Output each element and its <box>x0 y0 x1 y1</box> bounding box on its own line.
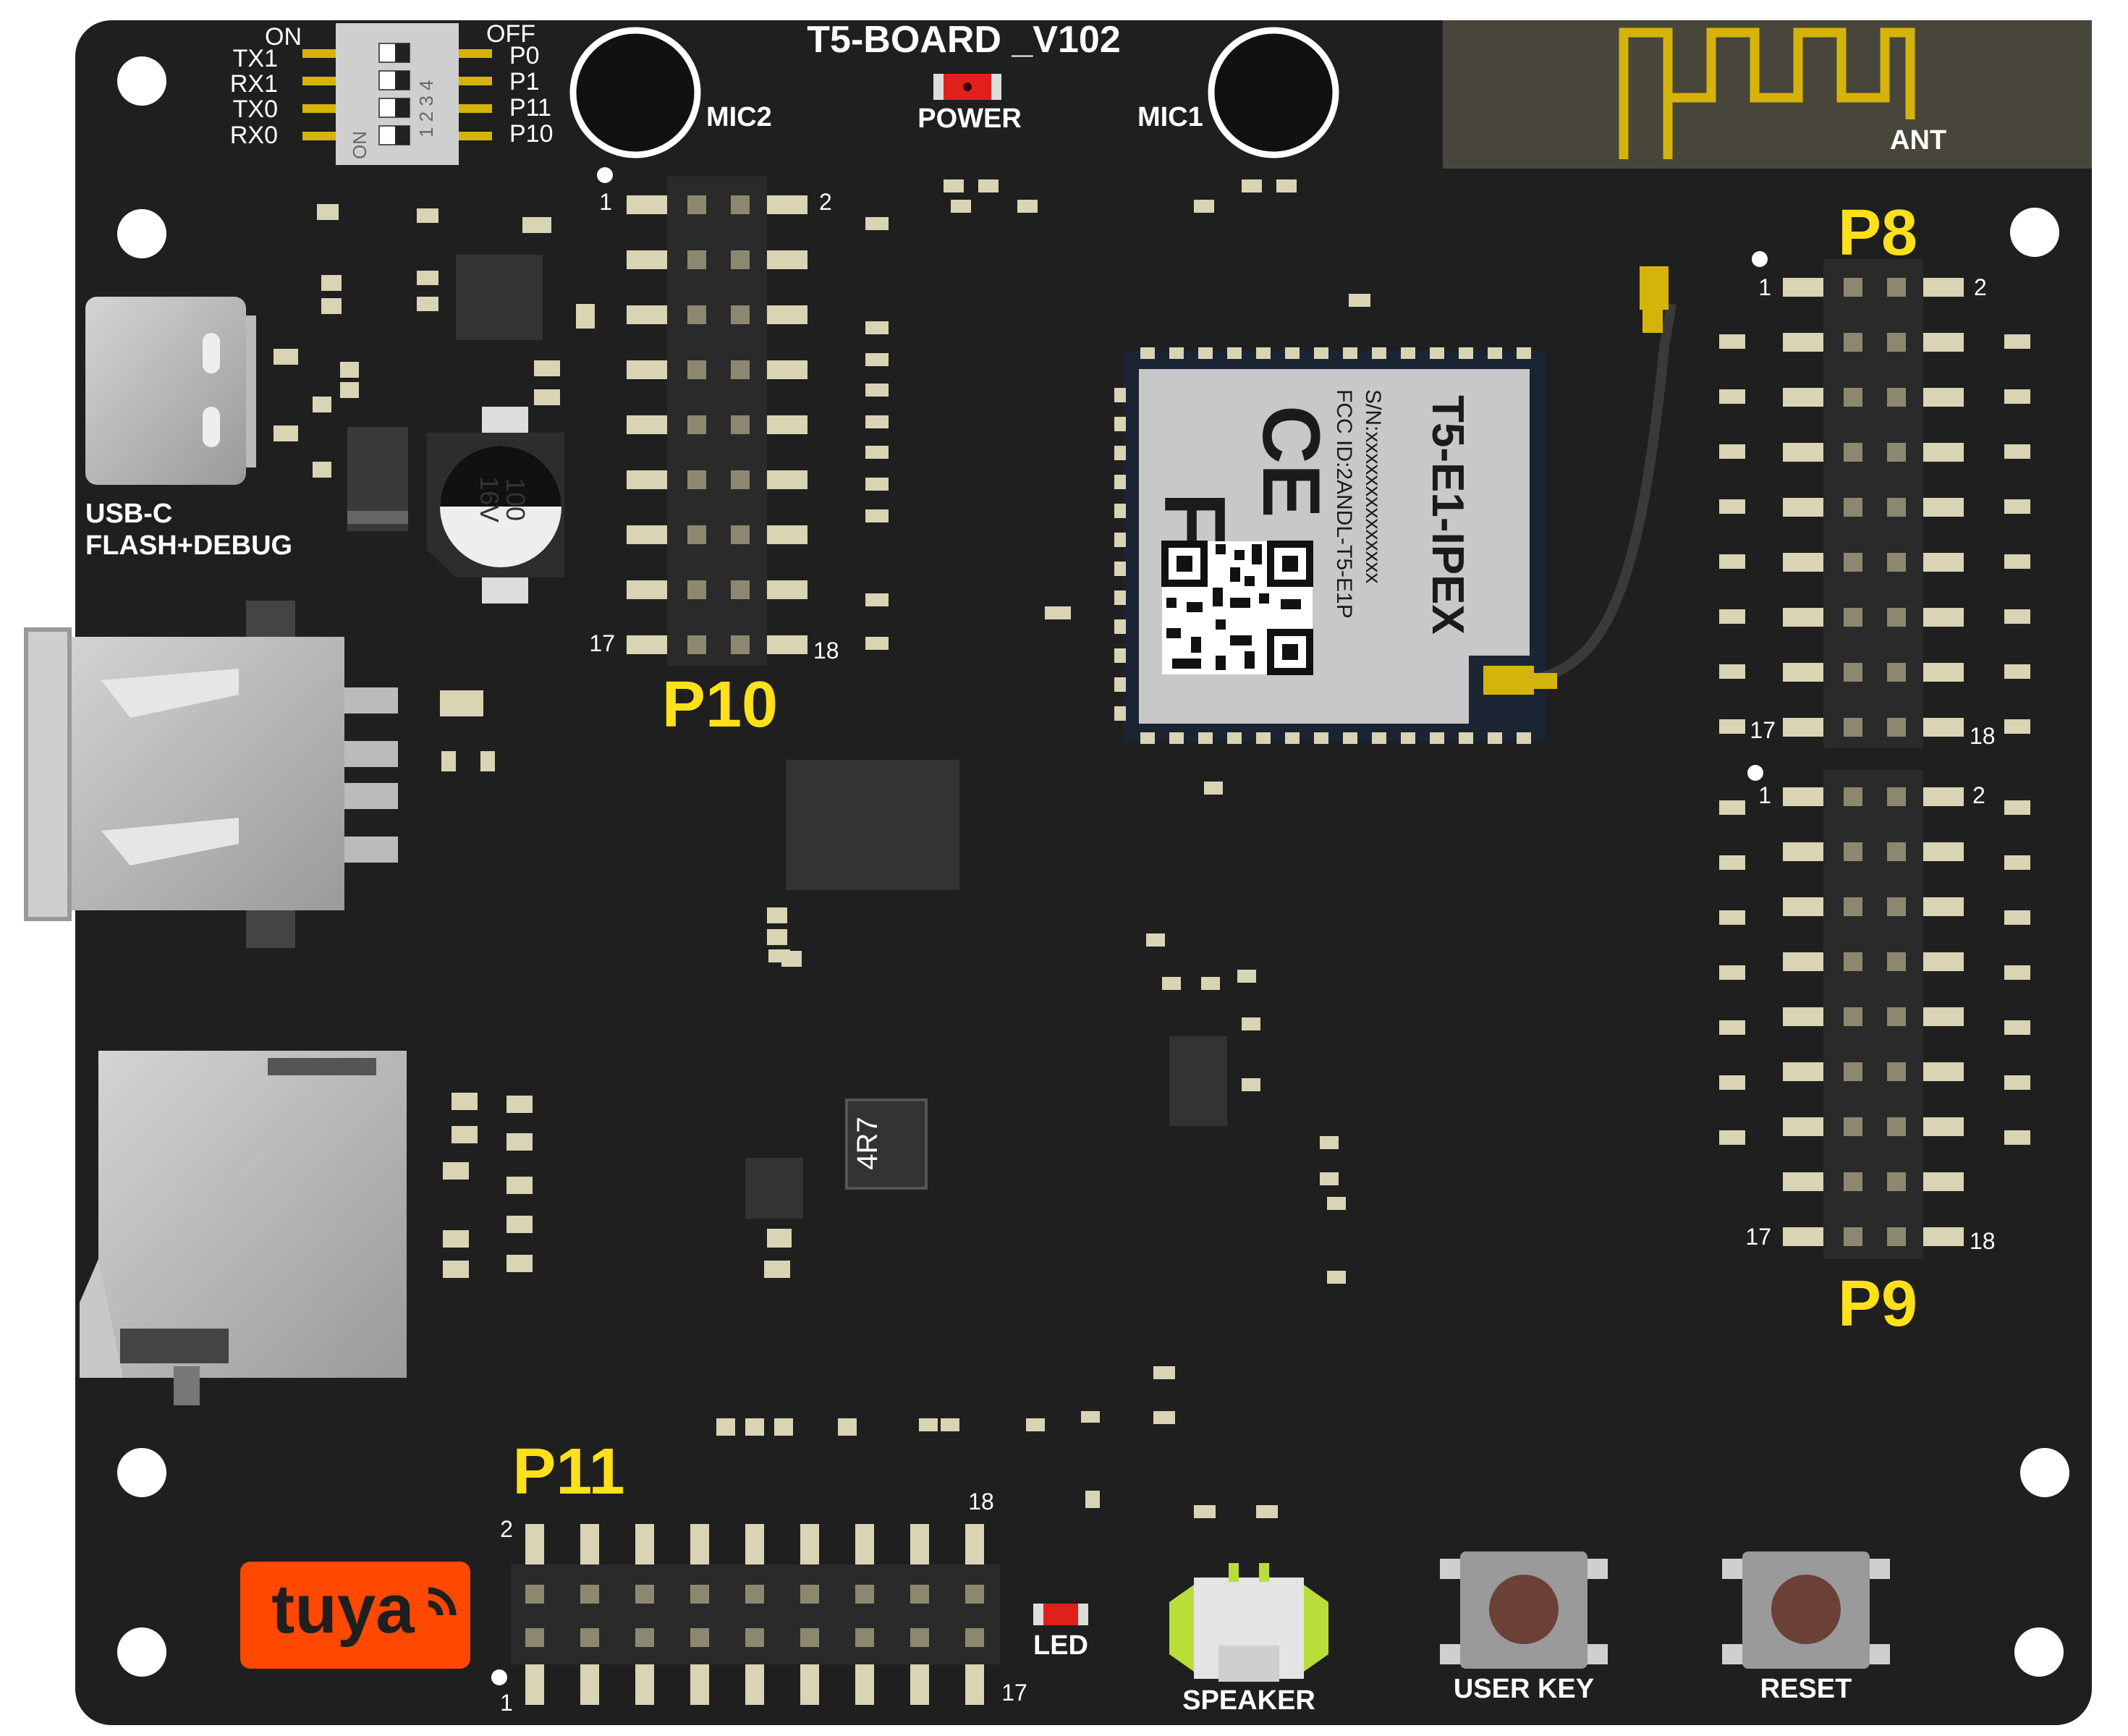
header-p9: 1 2 17 18 P9 <box>1745 765 1996 1340</box>
antenna: ANT <box>1443 20 2092 169</box>
mic1-label: MIC1 <box>1137 102 1203 132</box>
electrolytic-capacitor: 100 16V <box>427 407 564 604</box>
board-title: T5-BOARD _V102 <box>807 19 1120 61</box>
p10-pin-2: 2 <box>819 189 832 215</box>
user-key-label: USER KEY <box>1454 1674 1594 1704</box>
reset-button: RESET <box>1722 1551 1890 1704</box>
dip-right-pin-2: P1 <box>509 68 540 96</box>
wireless-module: FC CE <box>1114 266 1676 744</box>
passive-components <box>274 179 1370 1518</box>
capacitor-voltage: 16V <box>475 476 504 522</box>
mic2-label: MIC2 <box>706 102 772 132</box>
dip-left-pin-1: TX1 <box>233 45 278 72</box>
dip-left-pin-3: TX0 <box>233 96 278 123</box>
usb-a-port <box>24 601 398 948</box>
led-label: LED <box>1033 1630 1088 1661</box>
speaker-label: SPEAKER <box>1182 1685 1315 1716</box>
usb-c-label: USB-C <box>85 499 172 529</box>
p10-pin-18: 18 <box>813 638 839 664</box>
user-key-button: USER KEY <box>1440 1551 1608 1704</box>
power-led: POWER <box>917 74 1022 134</box>
mounting-holes <box>117 54 2069 1677</box>
power-label: POWER <box>917 103 1022 134</box>
antenna-label: ANT <box>1890 125 1946 156</box>
capacitor-value: 100 <box>501 478 530 521</box>
ic-qfn <box>456 255 543 340</box>
dip-switch: 1 2 3 4 ON ON OFF TX1 RX1 TX0 RX0 P0 P1 … <box>230 20 554 165</box>
dip-right-pin-4: P10 <box>509 120 554 148</box>
qr-code <box>1161 541 1313 675</box>
dip-right-pin-3: P11 <box>509 94 551 122</box>
header-p10: 1 2 17 18 P10 <box>589 167 839 741</box>
diode-band <box>347 511 408 524</box>
p11-pin-17: 17 <box>1001 1680 1027 1706</box>
module-fcc-id: FCC ID:2ANDL-T5-E1P <box>1332 389 1356 619</box>
inductor-value: 4R7 <box>852 1117 883 1169</box>
p10-pin-1: 1 <box>599 189 612 215</box>
p11-label: P11 <box>512 1436 624 1508</box>
dip-left-pin-2: RX1 <box>230 70 278 98</box>
p8-pin-18: 18 <box>1970 723 1996 749</box>
ce-mark: CE <box>1246 405 1336 518</box>
p11-pin-18: 18 <box>968 1489 994 1515</box>
p8-label: P8 <box>1838 197 1917 269</box>
p9-pin-2: 2 <box>1972 782 1985 808</box>
dip-left-pin-4: RX0 <box>230 122 278 149</box>
status-led: LED <box>1033 1604 1088 1661</box>
reset-label: RESET <box>1760 1674 1852 1704</box>
header-p8: 1 2 17 18 P8 <box>1750 197 1995 749</box>
ic-regulator <box>745 1158 803 1219</box>
dip-right-pin-1: P0 <box>509 42 540 69</box>
speaker-connector: SPEAKER <box>1169 1563 1328 1716</box>
dip-on-label: ON <box>265 23 302 51</box>
microphone-mic2: MIC2 <box>569 27 772 158</box>
sd-card-slot <box>80 1051 407 1405</box>
p11-pin-1: 1 <box>500 1690 513 1716</box>
p10-pin-17: 17 <box>589 630 615 656</box>
ic-amp <box>1169 1036 1227 1126</box>
p9-pin-1: 1 <box>1758 782 1771 808</box>
dip-numbers: 1 2 3 4 <box>415 80 437 137</box>
dip-off-label: OFF <box>486 20 535 48</box>
module-serial: S/N:xxxxxxxxxxxxxx <box>1361 389 1385 583</box>
tuya-logo: tuya <box>240 1562 470 1669</box>
p8-pin-2: 2 <box>1974 274 1987 300</box>
dip-on-text: ON <box>349 131 370 159</box>
microphone-mic1: MIC1 <box>1137 27 1339 158</box>
p8-pin-17: 17 <box>1750 717 1776 743</box>
p11-pin-2: 2 <box>500 1516 513 1542</box>
ic-flash <box>786 760 959 890</box>
tuya-logo-text: tuya <box>271 1570 415 1648</box>
module-name: T5-E1-IPEX <box>1423 395 1472 635</box>
header-p11: 1 2 17 18 P11 <box>491 1436 1027 1716</box>
side-pads <box>1719 334 2030 1145</box>
inductor: 4R7 <box>845 1098 928 1190</box>
usb-c-port: USB-C FLASH+DEBUG <box>85 297 292 561</box>
p9-pin-18: 18 <box>1970 1228 1996 1254</box>
p9-pin-17: 17 <box>1745 1224 1771 1250</box>
p10-label: P10 <box>662 669 778 741</box>
pcb-board <box>75 20 2092 1725</box>
p8-pin-1: 1 <box>1758 274 1771 300</box>
p9-label: P9 <box>1838 1268 1917 1340</box>
usb-c-sublabel: FLASH+DEBUG <box>85 530 292 561</box>
